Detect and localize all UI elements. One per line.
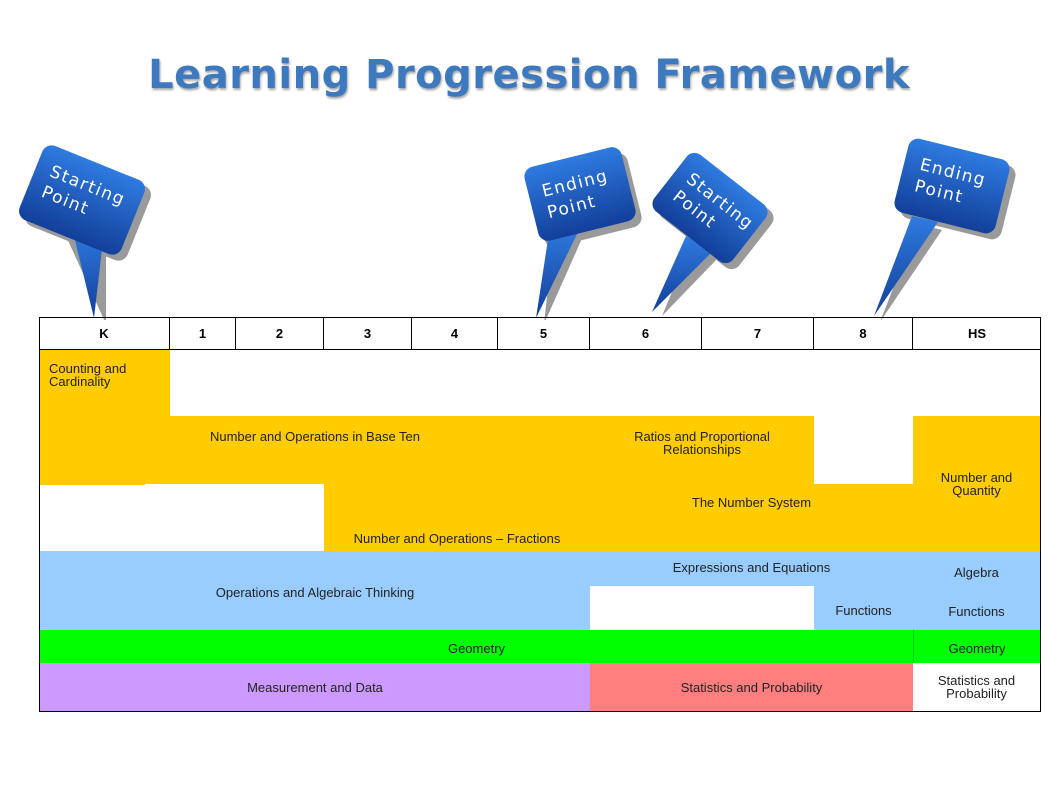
domain-functions-hs: Functions [913, 590, 1040, 630]
domain-ratios-proportional: Ratios and Proportional Relationships [590, 416, 814, 484]
page-title: Learning Progression Framework [148, 52, 910, 98]
domain-geometry-hs: Geometry [913, 630, 1040, 663]
blank-cell-6-7 [590, 586, 814, 630]
grade-header-hs: HS [967, 326, 987, 341]
domain-measurement-data: Measurement and Data [40, 663, 590, 711]
grade-header-8: 8 [814, 318, 913, 349]
domain-number-operations-fractions: Number and Operations – Fractions [324, 484, 590, 551]
domain-number-operations-base-ten: Number and Operations in Base Ten [40, 416, 590, 484]
grade-header-6: 6 [590, 318, 702, 349]
grade-header-4: 4 [412, 318, 498, 349]
callout-starting-point-6: Starting Point [652, 152, 774, 316]
callout-ending-point-8: Ending Point [874, 138, 1016, 320]
grade-header-3: 3 [324, 318, 412, 349]
grade-header-7: 7 [702, 318, 814, 349]
domain-geometry: Geometry [40, 630, 913, 663]
grade-header-k: K [39, 318, 170, 349]
domain-algebra-hs: Algebra [913, 551, 1040, 590]
domain-operations-algebraic-thinking: Operations and Algebraic Thinking [40, 551, 590, 630]
domain-expressions-equations: Expressions and Equations [590, 551, 913, 586]
domain-counting-cardinality: Counting and Cardinality [40, 350, 170, 416]
callout-starting-point-k: Starting Point [19, 145, 151, 320]
domain-statistics-probability-hs: Statistics and Probability [913, 663, 1040, 711]
grade-header-5: 5 [498, 318, 590, 349]
domain-statistics-probability: Statistics and Probability [590, 663, 913, 711]
domain-nbt-extension [40, 484, 145, 485]
domain-functions-8: Functions [814, 586, 913, 630]
grade-header-2: 2 [236, 318, 324, 349]
callout-layer: Starting Point Ending Point Starting Poi… [19, 138, 1016, 320]
domain-number-quantity: Number and Quantity [913, 416, 1040, 551]
header-divider [39, 349, 1041, 350]
callout-ending-point-5: Ending Point [524, 147, 642, 320]
grade-header-1: 1 [170, 318, 236, 349]
domain-number-system: The Number System [590, 484, 913, 551]
